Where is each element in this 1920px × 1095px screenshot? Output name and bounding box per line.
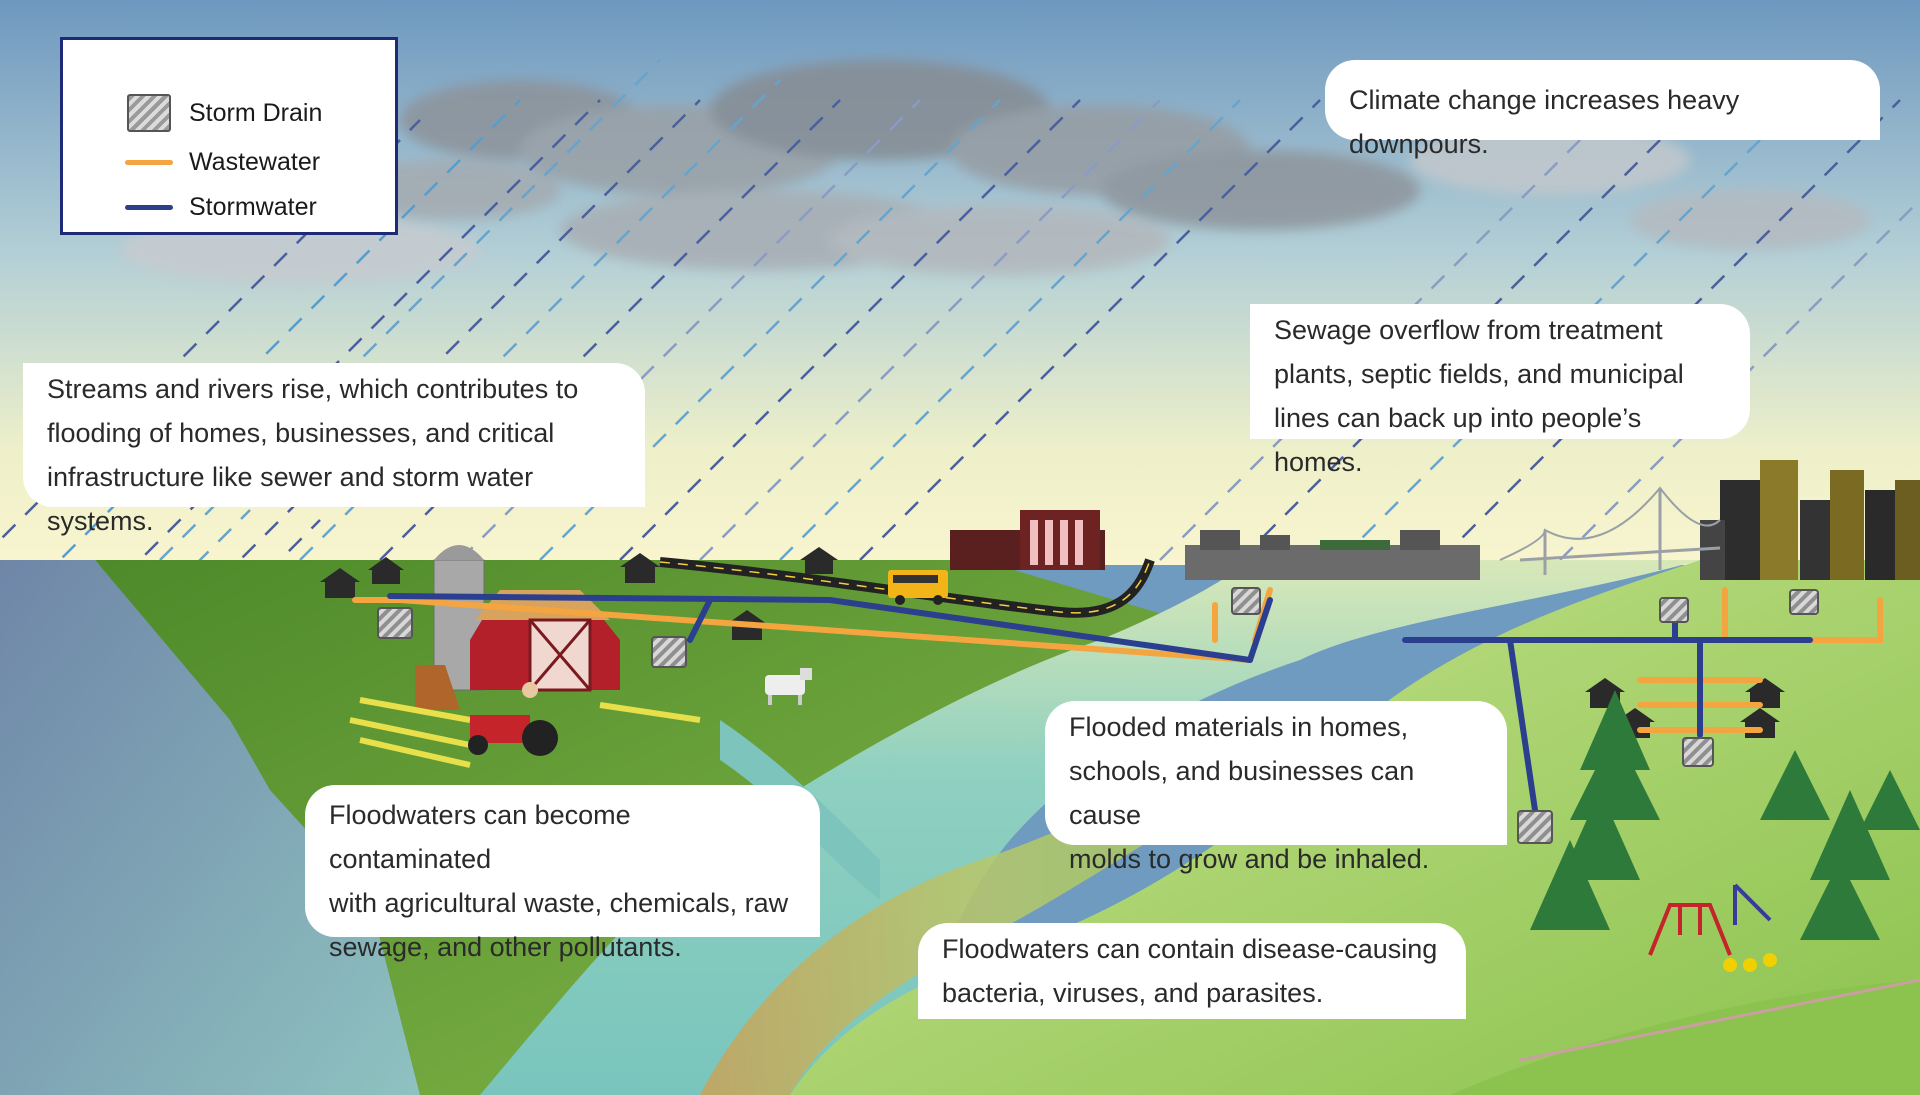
spring-riders [1723,953,1777,972]
legend-label: Storm Drain [189,98,323,127]
storm-clouds [120,60,1870,285]
foreground-grass [1450,980,1920,1095]
hay-bale [415,665,460,710]
slide [1733,883,1772,925]
storm-drain-icon [127,94,171,132]
town-buildings [1185,530,1480,580]
legend-label: Wastewater [189,147,321,176]
callout-disease: Floodwaters can contain disease-causing … [918,923,1466,1019]
swing-set [1648,903,1732,956]
pine-trees [1530,690,1920,940]
cow [765,668,812,705]
storm-drains [377,587,1819,844]
stormwater-line-icon [125,204,173,210]
callout-sewage-overflow: Sewage overflow from treatment plants, s… [1250,304,1750,477]
callout-streams-rivers: Streams and rivers rise, which contribut… [23,363,645,536]
callout-contaminated-floodwaters: Floodwaters can become contaminated with… [305,785,820,962]
legend-item-storm-drain: Storm Drain [125,93,322,133]
school-bus [888,570,948,605]
suspension-bridge [1499,486,1721,575]
flood-water-left [0,560,420,1095]
legend-item-wastewater: Wastewater [125,142,320,182]
city-skyline [1700,460,1920,580]
wastewater-line-icon [125,159,173,165]
road-markings [659,559,1151,614]
path-line [1519,978,1920,1062]
callout-climate-change: Climate change increases heavy downpours… [1325,60,1880,159]
crop-rows [349,697,701,768]
legend-item-stormwater: Stormwater [125,187,317,227]
legend-label: Stormwater [189,192,317,221]
tractor [468,682,558,756]
legend: Storm Drain Wastewater Stormwater [60,37,398,235]
river [480,560,1700,1095]
factory [950,510,1105,570]
callout-flooded-materials: Flooded materials in homes, schools, and… [1045,701,1507,874]
